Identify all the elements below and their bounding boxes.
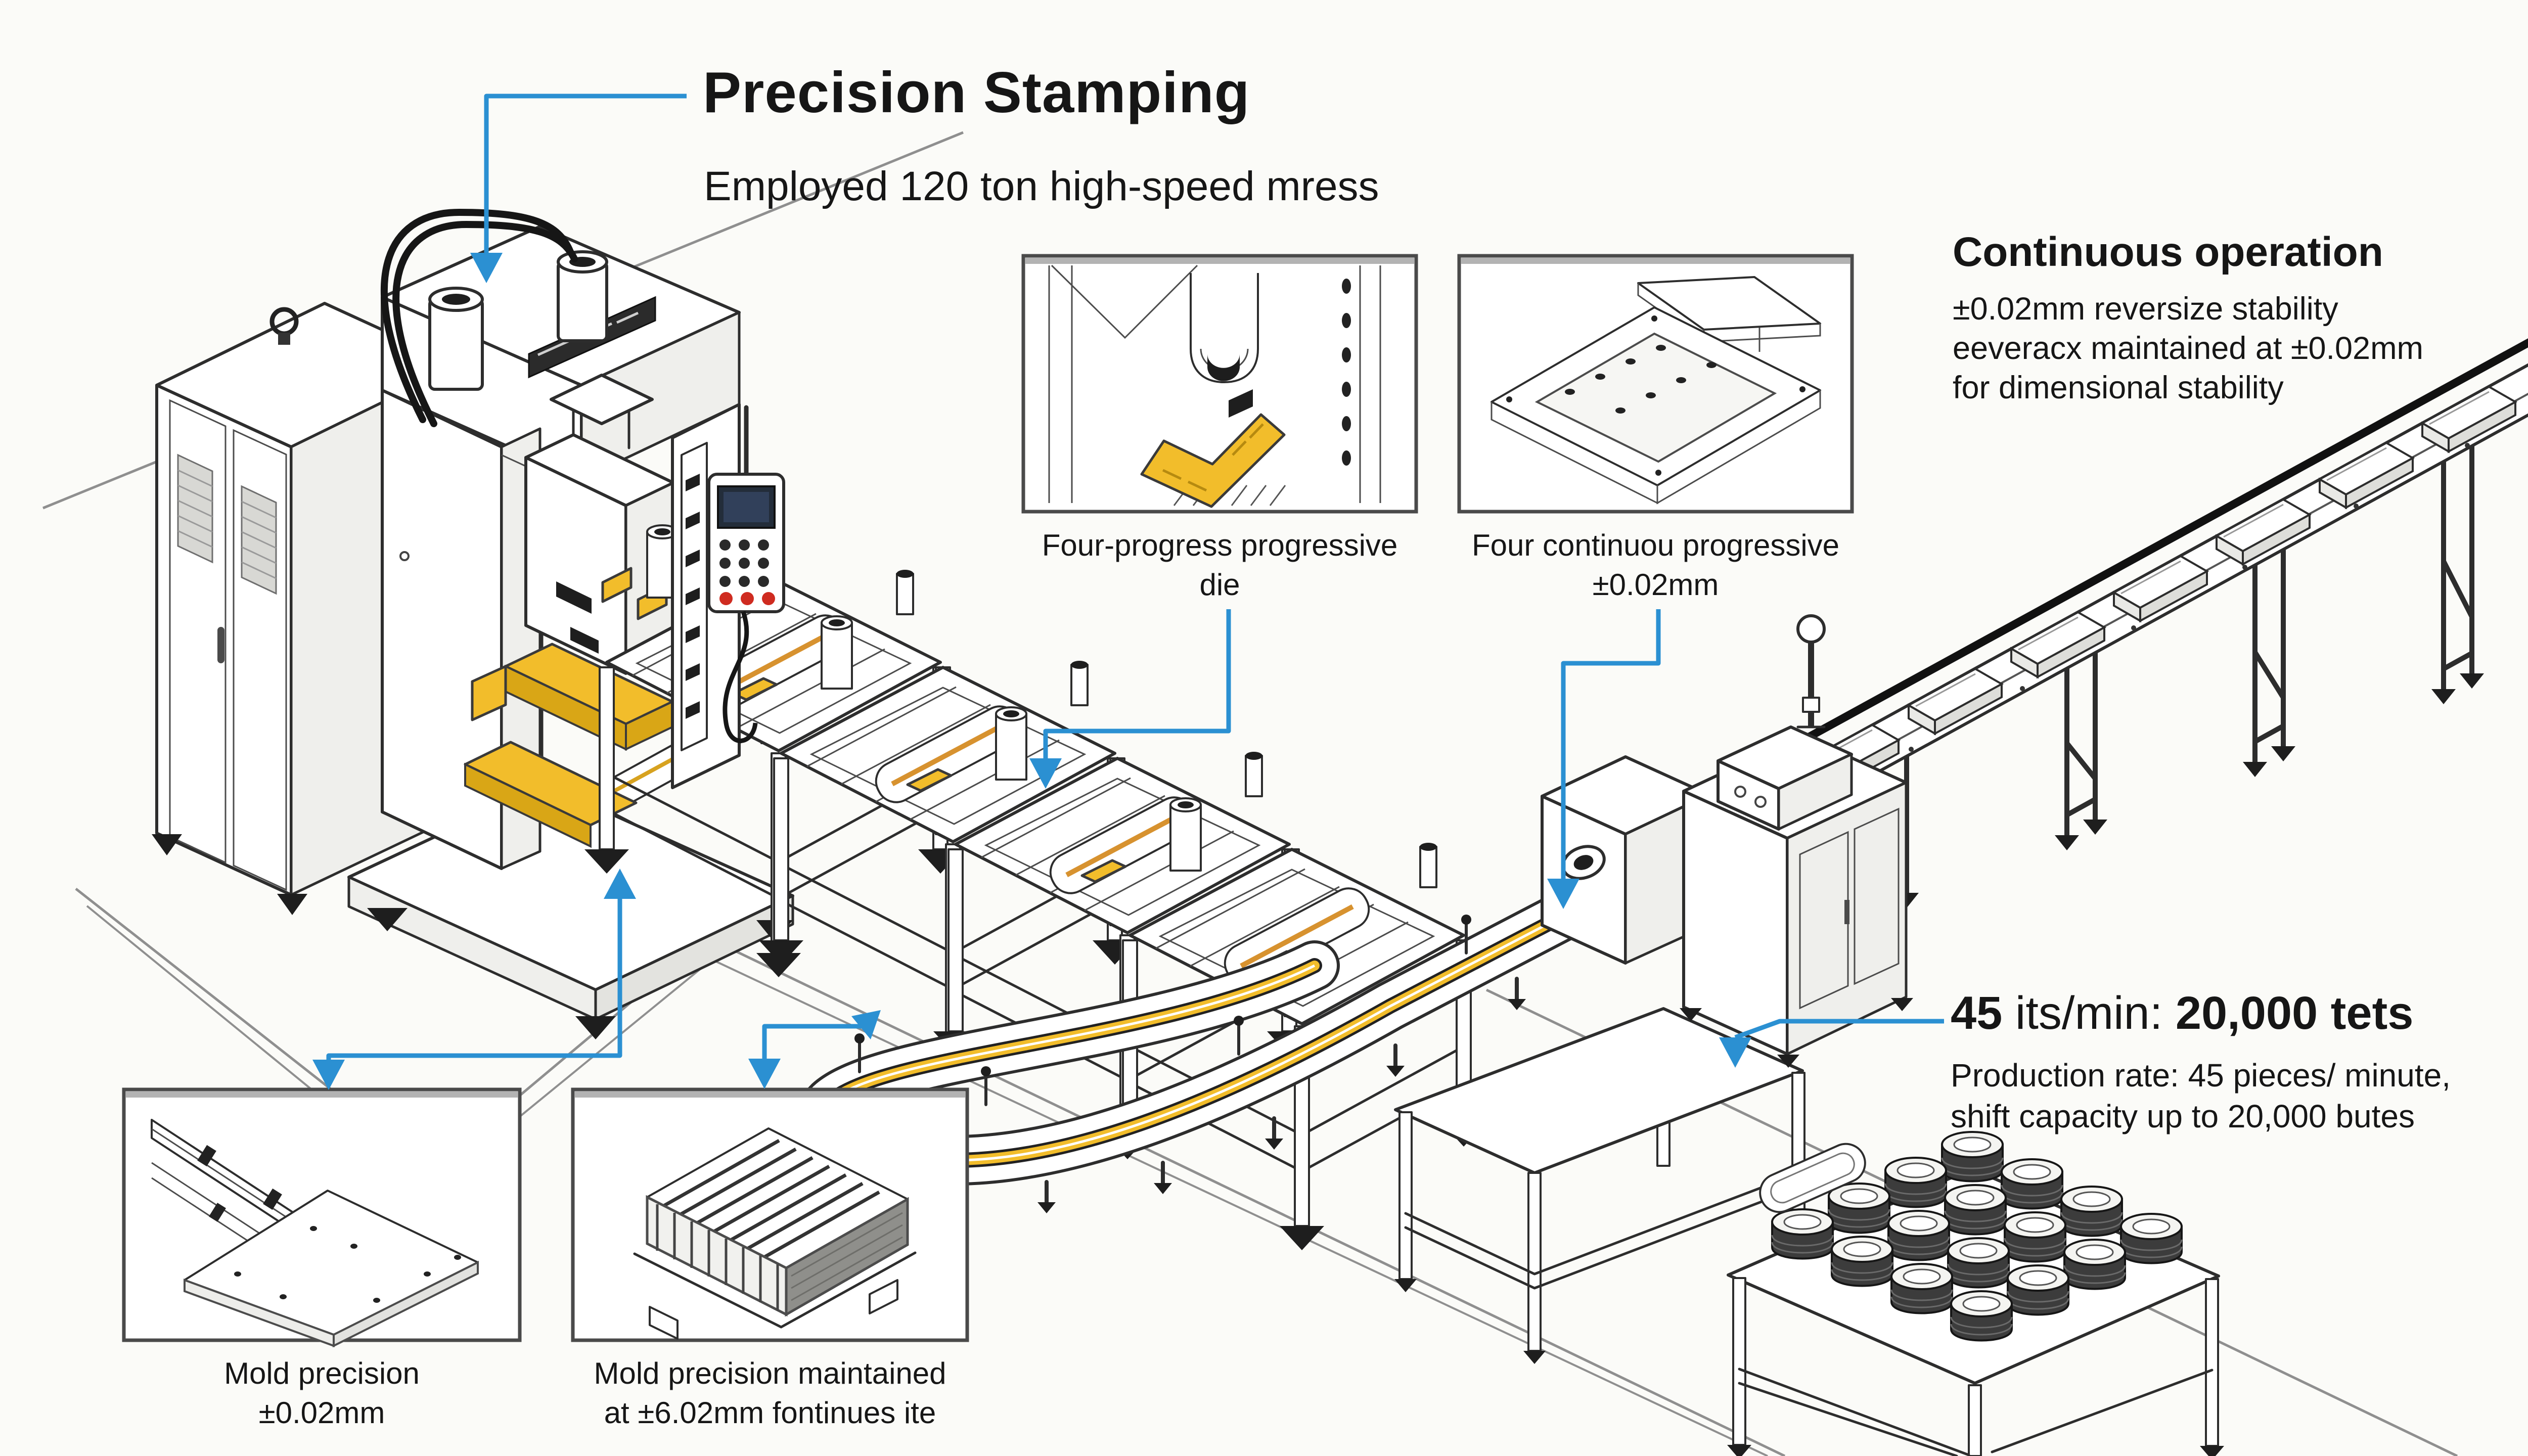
diagonal-arrow-icon: [851, 1010, 881, 1039]
caption-progressive-die-line-1: Four-progress progressive: [1042, 528, 1398, 562]
down-arrow-icon: [1029, 758, 1062, 789]
continuous-operation-callout: Continuous operation ±0.02mm reversize s…: [1953, 229, 2423, 407]
rate-bold-2: 20,000 tets: [2175, 987, 2414, 1039]
die-plate-holes: [1506, 315, 1805, 476]
production-rate-callout: 45 its/min: 20,000 tets Production rate:…: [1951, 987, 2451, 1136]
up-arrow-icon: [604, 869, 636, 899]
inset-plate-detail: [1457, 254, 1854, 514]
caption-mold-maintained-line-2: at ±6.02mm fontinues ite: [604, 1396, 936, 1430]
leader-lines: [312, 94, 1944, 1090]
down-arrow-icon: [470, 253, 503, 283]
stamping-press: [347, 208, 794, 1039]
page-subtitle: Employed 120 ton high-speed mress: [704, 163, 1379, 209]
caption-continuous-die-line-2: ±0.02mm: [1592, 568, 1719, 602]
die-edge-highlight: [1140, 413, 1286, 508]
parts-table: [1727, 1131, 2224, 1456]
cabinet-vent-grille: [177, 453, 277, 595]
pendant-stop-buttons: [719, 592, 775, 605]
sorter-tower: [1796, 614, 1826, 729]
caption-mold-maintained-line-1: Mold precision maintained: [594, 1356, 946, 1390]
leader-mold-plate: [312, 869, 636, 1090]
production-rate-line-2: shift capacity up to 20,000 butes: [1951, 1098, 2415, 1134]
caption-mold-maintained: Mold precision maintained at ±6.02mm fon…: [573, 1354, 967, 1433]
press-cylinder-left: [428, 287, 484, 391]
eye-bolt-icon: [269, 307, 299, 345]
production-rate-line-1: Production rate: 45 pieces/ minute,: [1951, 1057, 2451, 1094]
outfeed-roller-conveyor: [1687, 338, 2528, 924]
leader-inset-plate: [1547, 609, 1661, 909]
leader-title: [470, 94, 687, 283]
parts-tray: [1759, 1143, 1866, 1213]
production-rate-value: 45 its/min: 20,000 tets: [1951, 987, 2451, 1040]
caption-continuous-die-line-1: Four continuou progressive: [1471, 528, 1840, 562]
down-arrow-icon: [1719, 1037, 1751, 1068]
sorting-machine: [1541, 614, 1913, 1068]
caption-mold-precision-line-2: ±0.02mm: [258, 1396, 385, 1430]
cabinet-door-handle: [217, 627, 224, 663]
caption-mold-precision-line-1: Mold precision: [224, 1356, 420, 1390]
pendant-keypad: [719, 539, 769, 587]
inset-lamination-stack: [571, 1087, 969, 1342]
leader-inset-die: [1029, 609, 1231, 789]
pendant-control: [707, 405, 785, 743]
bolster-highlight: [464, 741, 638, 848]
leader-lamination-stack: [748, 1010, 881, 1089]
hydraulic-hose: [380, 208, 578, 427]
inset-mold-plate: [122, 1087, 522, 1348]
caption-mold-precision: Mold precision ±0.02mm: [124, 1354, 520, 1433]
down-arrow-icon: [312, 1060, 345, 1090]
continuous-operation-line-1: ±0.02mm reversize stability: [1953, 291, 2338, 327]
continuous-operation-heading: Continuous operation: [1953, 229, 2383, 275]
mold-plate-holes: [234, 1226, 461, 1303]
down-arrow-icon: [748, 1059, 781, 1089]
inset-die-detail: [1021, 254, 1418, 514]
caption-progressive-die: Four-progress progressive die: [1023, 526, 1416, 605]
down-arrow-icon: [1547, 879, 1579, 909]
press-cylinder-right: [557, 250, 608, 342]
rate-regular: its/min:: [2002, 987, 2176, 1039]
sorter-head: [1717, 725, 1853, 831]
continuous-operation-line-2: eeveracx maintained at ±0.02mm: [1953, 331, 2424, 367]
continuous-operation-line-3: for dimensional stability: [1953, 370, 2284, 406]
caption-progressive-die-line-2: die: [1199, 568, 1240, 602]
pendant-cable: [723, 611, 758, 743]
caption-continuous-die: Four continuou progressive ±0.02mm: [1459, 526, 1852, 605]
page-title: Precision Stamping: [703, 61, 1250, 125]
leader-rate: [1719, 1019, 1944, 1068]
rate-bold-1: 45: [1951, 987, 2003, 1039]
